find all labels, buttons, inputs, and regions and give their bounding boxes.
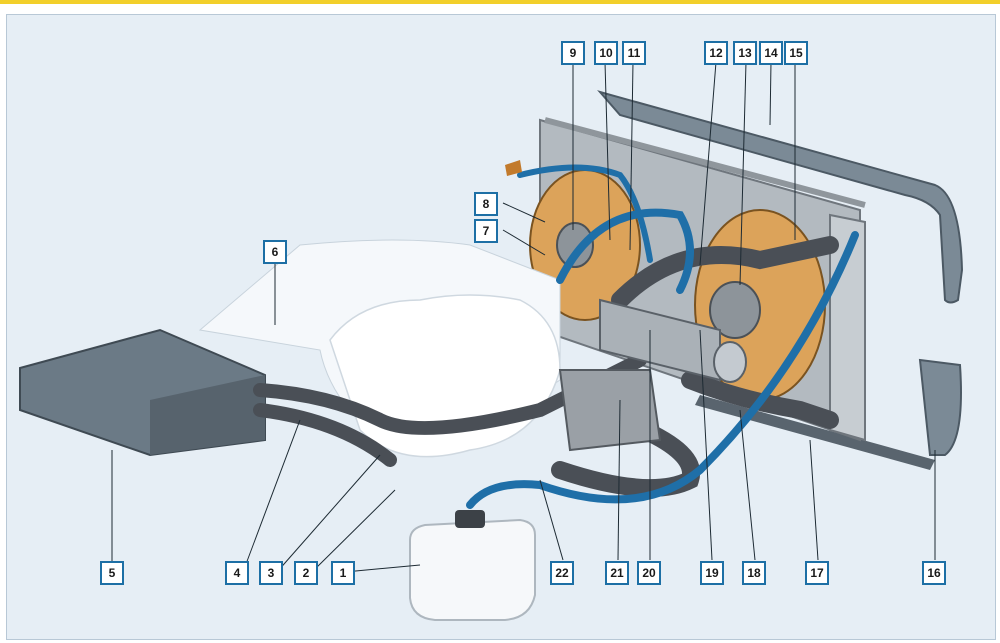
label-20: 20 [637,561,661,585]
label-4: 4 [225,561,249,585]
heater-hose-lower [253,403,397,467]
label-11: 11 [622,41,646,65]
heater-hose-upper [253,353,647,435]
label-5: 5 [100,561,124,585]
radiator-outlet-hose [681,371,839,429]
thermostat-housing [599,298,721,382]
label-2: 2 [294,561,318,585]
label-15: 15 [784,41,808,65]
label-9: 9 [561,41,585,65]
water-pump [558,369,662,452]
label-22: 22 [550,561,574,585]
label-21: 21 [605,561,629,585]
label-10: 10 [594,41,618,65]
shroud-lower [918,358,962,456]
radiator-top-edge [544,117,866,208]
sensor-connector [505,160,522,176]
expansion-tank-hose [466,231,859,509]
label-17: 17 [805,561,829,585]
label-8: 8 [474,192,498,216]
fan-shroud [597,90,964,304]
fan-left-hub [556,222,594,268]
thermostat-cap [713,341,747,383]
expansion-tank-cap [455,510,485,528]
heater-core-face [150,375,265,455]
fan-right-hub [709,281,761,339]
label-6: 6 [263,240,287,264]
label-3: 3 [259,561,283,585]
accent-bar [0,0,1000,4]
leader-lines [111,61,936,573]
label-1: 1 [331,561,355,585]
label-13: 13 [733,41,757,65]
label-16: 16 [922,561,946,585]
throttle-hose [556,208,694,294]
label-18: 18 [742,561,766,585]
expansion-tank [409,518,536,621]
label-19: 19 [700,561,724,585]
label-14: 14 [759,41,783,65]
vent-hose [517,164,653,263]
label-7: 7 [474,219,498,243]
label-12: 12 [704,41,728,65]
